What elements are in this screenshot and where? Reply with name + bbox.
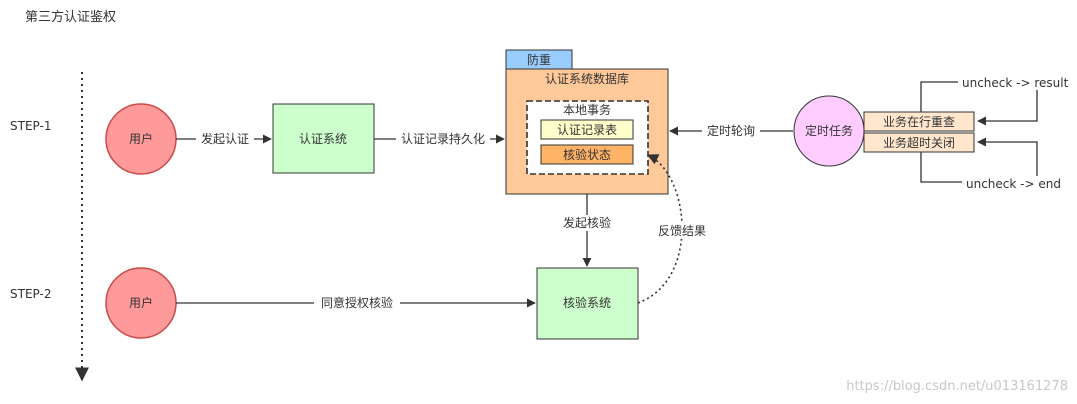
auth-system-node bbox=[272, 103, 375, 174]
db-container-title: 认证系统数据库 bbox=[545, 71, 629, 86]
auth-record-table-label: 认证记录表 bbox=[557, 123, 617, 137]
step-1-label: STEP-1 bbox=[10, 119, 51, 133]
edge-initiate-verify-label: 发起核验 bbox=[563, 215, 611, 230]
verify-status-field bbox=[540, 144, 634, 165]
edge-uncheck-end-label-bg bbox=[962, 176, 1068, 191]
task-in-progress-label: 业务在行重查 bbox=[883, 114, 955, 129]
edge-persist-record-label: 认证记录持久化 bbox=[401, 131, 485, 146]
local-transaction-label: 本地事务 bbox=[563, 102, 611, 117]
edge-timer-poll-label-bg bbox=[702, 123, 760, 139]
auth-system-node-label: 认证系统 bbox=[299, 132, 347, 146]
edge-timer-poll-label: 定时轮询 bbox=[707, 123, 755, 138]
user-node-2-label: 用户 bbox=[129, 295, 153, 310]
task-in-progress-box bbox=[863, 111, 975, 132]
timer-task-node-label: 定时任务 bbox=[805, 123, 853, 138]
edge-feedback-result-label-bg bbox=[652, 223, 712, 239]
user-node-1-label: 用户 bbox=[129, 131, 153, 146]
edge-uncheck-end-label: uncheck -> end bbox=[966, 177, 1061, 191]
edge-initiate-verify-label-bg bbox=[556, 215, 618, 231]
edge-initiate-auth-label: 发起认证 bbox=[201, 131, 249, 146]
step-2-label: STEP-2 bbox=[10, 287, 51, 301]
watermark: https://blog.csdn.net/u013161278 bbox=[846, 379, 1068, 394]
verify-system-node bbox=[536, 267, 639, 340]
db-tab-label: 防重 bbox=[527, 52, 551, 67]
edge-uncheck-result-label-bg bbox=[958, 75, 1074, 90]
edge-persist-record-label-bg bbox=[396, 131, 490, 147]
edge-agree-auth-verify-label: 同意授权核验 bbox=[321, 295, 393, 310]
task-timeout-box bbox=[863, 132, 975, 153]
edge-uncheck-result-label: uncheck -> result bbox=[962, 76, 1069, 90]
edge-agree-auth-verify-label-bg bbox=[314, 295, 400, 311]
verify-system-node-label: 核验系统 bbox=[563, 295, 611, 310]
task-timeout-label: 业务超时关闭 bbox=[883, 135, 955, 150]
edge-initiate-auth-label-bg bbox=[196, 131, 254, 147]
verify-status-field-label: 核验状态 bbox=[563, 147, 611, 162]
auth-record-table bbox=[540, 119, 634, 140]
page-title: 第三方认证鉴权 bbox=[25, 9, 116, 25]
edge-feedback-result-label: 反馈结果 bbox=[658, 224, 706, 238]
